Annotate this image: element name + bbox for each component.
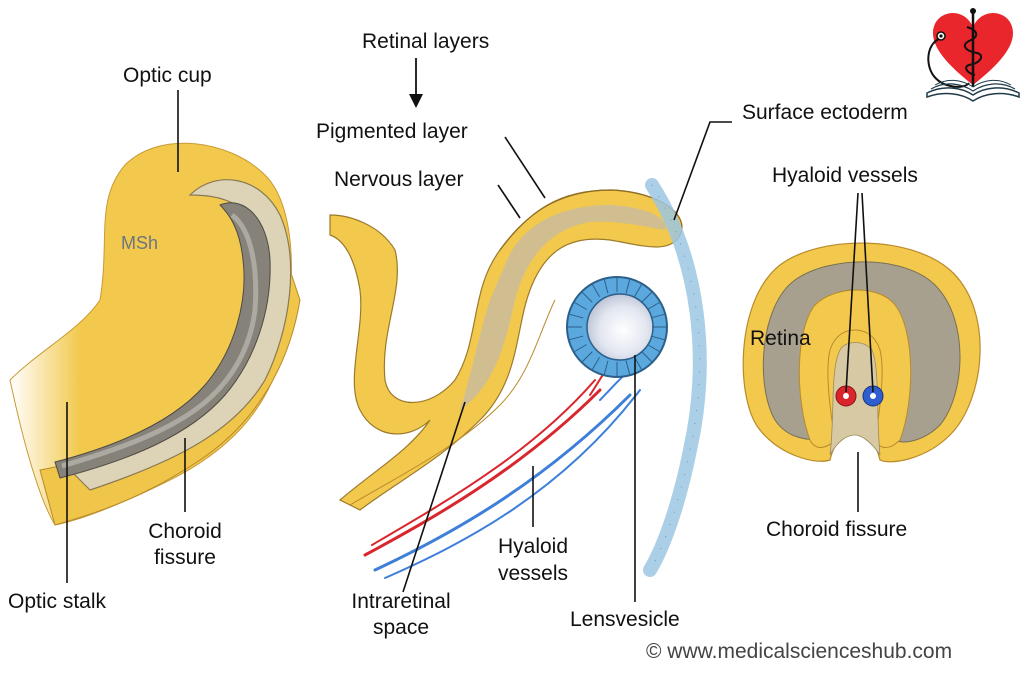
lens-epithelium-cell-border bbox=[625, 279, 631, 294]
label-hyaloid-vessels-mid-line2: vessels bbox=[497, 562, 569, 585]
lens-epithelium-cell-border bbox=[641, 291, 653, 303]
label-retinal-layers: Retinal layers bbox=[362, 30, 490, 53]
hyaloid-vein-section bbox=[862, 385, 884, 407]
label-msh: MSh bbox=[121, 233, 159, 253]
lens-epithelium-cell-border bbox=[650, 313, 665, 319]
lens-epithelium-cell-border bbox=[581, 291, 593, 303]
lens-epithelium-cell-border bbox=[592, 284, 600, 297]
label-intraretinal-space-line2: space bbox=[372, 616, 430, 639]
lens-epithelium-cell-border bbox=[569, 335, 584, 341]
lens-epithelium-cell-border bbox=[581, 351, 593, 363]
leader-surface-ectoderm bbox=[673, 121, 732, 221]
label-choroid-fissure-left-line2: fissure bbox=[154, 546, 216, 569]
lens-epithelium-cell-border bbox=[625, 360, 631, 375]
lens-epithelium-cell-border bbox=[592, 357, 600, 370]
leader-lines bbox=[66, 90, 874, 602]
lens-vesicle bbox=[566, 276, 668, 378]
label-choroid-fissure-left-line1: Choroid bbox=[148, 520, 222, 543]
retina-section-panel bbox=[329, 178, 707, 579]
optic-cup-panel bbox=[9, 142, 301, 526]
leader-hyaloid-vessels-right-a bbox=[845, 192, 859, 393]
lens-epithelium-cell-border bbox=[641, 351, 653, 363]
label-intraretinal-space-line1: Intraretinal bbox=[351, 590, 451, 613]
lens-epithelium-cell-border bbox=[647, 302, 660, 310]
label-lensvesicle: Lensvesicle bbox=[570, 608, 680, 631]
lens-epithelium-cell-border bbox=[603, 360, 609, 375]
label-choroid-fissure-right: Choroid fissure bbox=[766, 518, 908, 541]
leader-intraretinal-space bbox=[402, 401, 466, 593]
cross-section-panel bbox=[742, 242, 981, 463]
label-optic-stalk: Optic stalk bbox=[8, 590, 107, 613]
intraretinal-space-shape bbox=[460, 205, 666, 410]
leader-pigmented-layer bbox=[504, 136, 546, 199]
lens-epithelium-cell-border bbox=[650, 335, 665, 341]
leader-nervous-layer bbox=[497, 184, 521, 219]
label-nervous-layer: Nervous layer bbox=[334, 168, 464, 191]
lens-epithelium-cell-border bbox=[603, 279, 609, 294]
lens-epithelium-cell-border bbox=[647, 344, 660, 352]
hyaloid-vessels-branch bbox=[363, 364, 641, 579]
site-logo-icon bbox=[926, 8, 1020, 102]
surface-ectoderm bbox=[643, 178, 707, 577]
label-retina: Retina bbox=[750, 327, 811, 350]
label-surface-ectoderm: Surface ectoderm bbox=[742, 101, 908, 124]
lens-epithelium-cell-border bbox=[574, 344, 587, 352]
retinal-layers-arrow bbox=[409, 58, 423, 108]
lens-epithelium-cell-border bbox=[634, 284, 642, 297]
label-hyaloid-vessels-mid-line1: Hyaloid bbox=[497, 535, 569, 558]
copyright-notice: © www.medicalscienceshub.com bbox=[646, 640, 953, 663]
label-hyaloid-vessels-right: Hyaloid vessels bbox=[772, 164, 918, 187]
lens-epithelium-cell-border bbox=[569, 313, 584, 319]
label-optic-cup: Optic cup bbox=[123, 64, 212, 87]
retina-fold-left bbox=[329, 189, 683, 511]
leader-hyaloid-vessels-right-b bbox=[861, 192, 874, 393]
lens-epithelium-cell-border bbox=[574, 302, 587, 310]
label-pigmented-layer: Pigmented layer bbox=[316, 120, 468, 143]
